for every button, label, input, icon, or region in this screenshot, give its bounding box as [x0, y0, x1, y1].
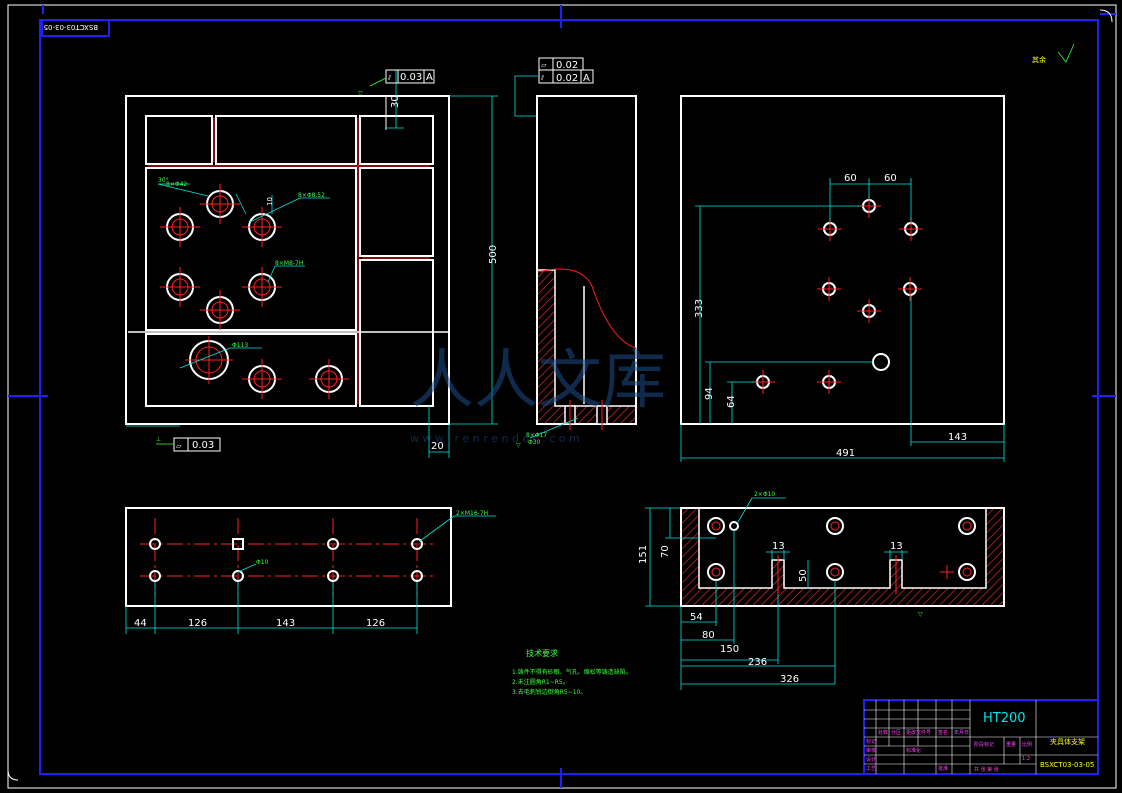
svg-text:年月日: 年月日 [954, 729, 969, 736]
dim-143-right: 143 [948, 432, 967, 443]
svg-text:⊥: ⊥ [156, 436, 161, 443]
side-flatness-value: 0.02 [556, 60, 578, 71]
svg-text:比例: 比例 [1022, 741, 1032, 748]
tech-title: 技术要求 [526, 648, 558, 658]
watermark: 人人文库 w w w . r e n r e n d o c . c o m [410, 344, 666, 445]
roughness-note: 其余 [1032, 55, 1046, 64]
side-parallel-value: 0.02 [556, 73, 578, 84]
svg-text:分区: 分区 [891, 729, 901, 736]
dim-44: 44 [134, 618, 147, 629]
callout-c3: 8×M8-7H [275, 260, 303, 267]
br-callout: 2×Φ10 [754, 491, 775, 498]
front-datum: A [426, 72, 433, 83]
bottom-flatness-value: 0.03 [192, 440, 214, 451]
dim-70: 70 [660, 545, 671, 558]
svg-text:w w w . r e n r e n d o c . c: w w w . r e n r e n d o c . c o m [410, 432, 580, 445]
front-view: 8×Φ42 30° 8×Φ8.52 8×M8-7H Φ113 10 30 ⫽ 0… [125, 69, 499, 458]
corner-mark [1099, 9, 1113, 23]
dim-50: 50 [798, 569, 809, 582]
bottom-right-view: 2×Φ10 151 70 13 13 50 54 80 150 236 326 … [638, 491, 1005, 690]
centering-marks [8, 5, 1116, 788]
material: HT200 [983, 711, 1026, 726]
dim-491: 491 [836, 448, 855, 459]
svg-text:⫽: ⫽ [540, 74, 545, 82]
side-view: ▱ 0.02 ⫽ 0.02 A 8×Φ17 Φ30 ▽ [514, 57, 637, 449]
svg-text:处数: 处数 [878, 729, 888, 736]
svg-text:标记: 标记 [866, 738, 876, 745]
dim-143-bl: 143 [276, 618, 295, 629]
code-box [41, 19, 110, 37]
dim-54: 54 [690, 612, 703, 623]
dim-20: 20 [431, 441, 444, 452]
dim-60b: 60 [884, 173, 897, 184]
callout-c4: Φ113 [232, 342, 248, 349]
drawing-code-mirrored: BSXCT03-03-05 [44, 23, 98, 31]
dim-64: 64 [726, 395, 737, 408]
svg-text:▽: ▽ [516, 442, 521, 449]
right-view: 60 60 333 94 64 143 491 [680, 95, 1005, 462]
dim-126b: 126 [366, 618, 385, 629]
dim-333: 333 [694, 299, 705, 318]
front-flatness-value: 0.03 [400, 72, 422, 83]
dim-94: 94 [704, 387, 715, 400]
dim-126a: 126 [188, 618, 207, 629]
svg-text:⫽: ⫽ [387, 74, 392, 82]
svg-text:重量: 重量 [1006, 741, 1016, 748]
svg-text:标准化: 标准化 [906, 747, 921, 754]
tech-notes: 技术要求 1.铸件不得有砂眼、气孔、缩松等铸造缺陷。 2.未注圆角R1~R5。 … [512, 648, 632, 696]
dim-151: 151 [638, 545, 649, 564]
dim-236: 236 [748, 657, 767, 668]
dim-13b: 13 [890, 541, 903, 552]
dim-30: 30 [390, 95, 401, 108]
dim-10: 10 [266, 197, 274, 206]
svg-text:▱: ▱ [541, 61, 547, 69]
svg-text:设计: 设计 [866, 756, 876, 763]
svg-text:审核: 审核 [866, 747, 876, 754]
side-datum: A [583, 73, 590, 84]
corner-mark [7, 769, 19, 781]
svg-text:工艺: 工艺 [866, 766, 876, 772]
drawing-code: BSXCT03-03-05 [1040, 761, 1094, 769]
dim-60a: 60 [844, 173, 857, 184]
dim-500: 500 [488, 245, 499, 264]
callout-c1: 8×Φ42 [166, 181, 187, 188]
tech-note-1: 1.铸件不得有砂眼、气孔、缩松等铸造缺陷。 [512, 668, 632, 676]
tech-note-2: 2.未注圆角R1~R5。 [512, 678, 569, 686]
svg-text:▽: ▽ [358, 90, 363, 97]
bottom-left-view: 2×M16-7H Φ10 44 126 143 126 [125, 507, 496, 634]
scale: 1:2 [1022, 756, 1030, 762]
side-hole-note: 8×Φ17 [526, 432, 547, 439]
part-name: 夹具体支架 [1050, 737, 1085, 746]
roughness-symbol-icon [1057, 43, 1075, 63]
tech-note-3: 3.去毛刺锐边倒角R5~10。 [512, 688, 586, 696]
svg-text:人人文库: 人人文库 [410, 344, 666, 418]
svg-text:阶段标记: 阶段标记 [974, 741, 994, 748]
side-hole-note2: Φ30 [528, 439, 541, 446]
dim-80: 80 [702, 630, 715, 641]
callout-c6: 30° [158, 177, 169, 184]
svg-text:▱: ▱ [176, 442, 182, 450]
svg-text:共 张 第 张: 共 张 第 张 [974, 766, 999, 773]
svg-text:签名: 签名 [938, 729, 948, 736]
dim-326: 326 [780, 674, 799, 685]
dim-13a: 13 [772, 541, 785, 552]
title-block: HT200 夹具体支架 BSXCT03-03-05 标记 设计 工艺 审核 处数… [863, 699, 1099, 775]
svg-text:更改文件号: 更改文件号 [906, 729, 931, 736]
bl-callout2: Φ10 [256, 559, 269, 566]
bl-callout: 2×M16-7H [456, 510, 488, 517]
callout-c2: 8×Φ8.52 [298, 192, 325, 199]
svg-text:批准: 批准 [938, 765, 948, 772]
dim-150: 150 [720, 644, 739, 655]
svg-text:▽: ▽ [918, 611, 923, 618]
